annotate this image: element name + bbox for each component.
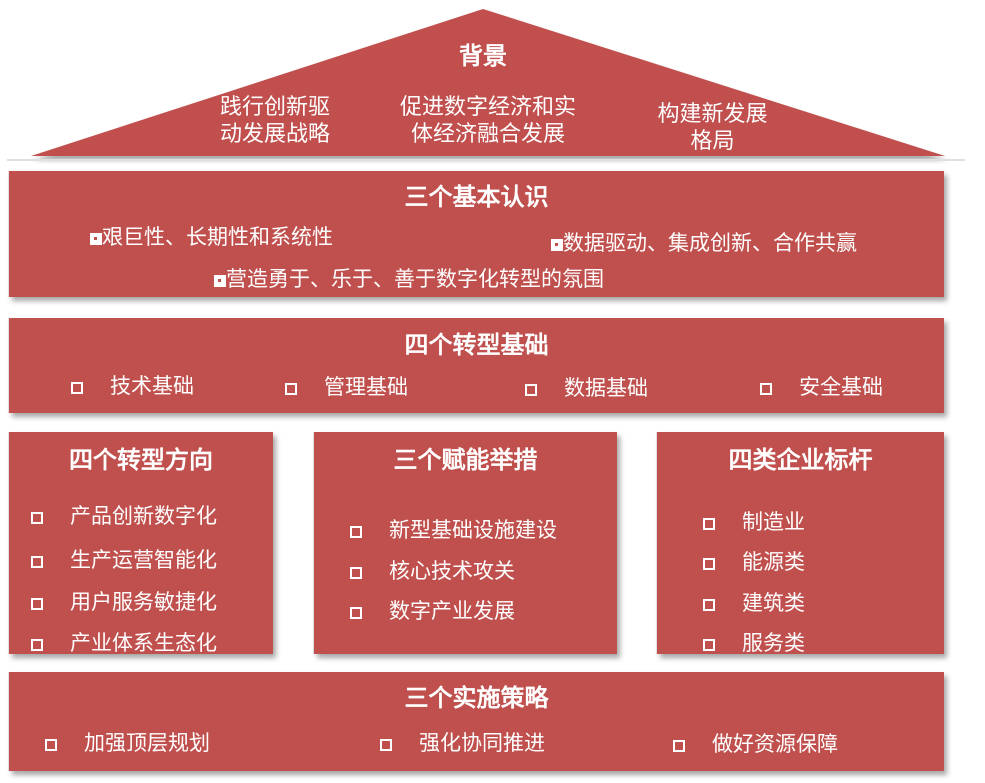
transformation-foundation-item-2-label: 管理基础	[324, 375, 408, 399]
transformation-foundation-item-2: 管理基础	[285, 371, 408, 401]
empowerment-measures-item-3: 数字产业发展	[350, 595, 515, 625]
implementation-strategy-item-1-label: 加强顶层规划	[84, 731, 210, 755]
checkbox-icon	[525, 384, 537, 396]
transformation-foundation-item-4: 安全基础	[760, 371, 883, 401]
empowerment-measures-title: 三个赋能举措	[393, 446, 538, 474]
transformation-foundation-item-1: 技术基础	[71, 370, 194, 400]
transformation-foundation-item-4-label: 安全基础	[799, 375, 883, 399]
transformation-direction-item-1: 产品创新数字化	[31, 500, 217, 530]
transformation-direction-item-4: 产业体系生态化	[31, 627, 217, 657]
checkbox-icon	[703, 518, 715, 530]
enterprise-benchmarks-item-2: 能源类	[703, 546, 805, 576]
roof-triangle	[7, 9, 965, 161]
checkbox-icon	[703, 599, 715, 611]
basic-understanding-box: 三个基本认识 艰巨性、长期性和系统性 数据驱动、集成创新、合作共赢 营造勇于、乐…	[9, 171, 944, 297]
empowerment-measures-item-2: 核心技术攻关	[350, 555, 515, 585]
transformation-foundation-item-3: 数据基础	[525, 372, 648, 402]
transformation-direction-title: 四个转型方向	[69, 446, 213, 474]
implementation-strategy-item-3-label: 做好资源保障	[712, 732, 838, 756]
basic-understanding-item-2: 数据驱动、集成创新、合作共赢	[551, 227, 857, 257]
checkbox-icon	[703, 558, 715, 570]
background-item-2-line-2: 体经济融合发展	[410, 122, 565, 147]
enterprise-benchmarks-item-4: 服务类	[703, 627, 805, 657]
empowerment-measures-item-2-label: 核心技术攻关	[389, 559, 515, 583]
background-title: 背景	[459, 42, 507, 70]
transformation-direction-item-1-label: 产品创新数字化	[70, 504, 217, 528]
transformation-direction-item-4-label: 产业体系生态化	[70, 631, 217, 655]
empowerment-measures-item-1: 新型基础设施建设	[350, 514, 557, 544]
basic-understanding-title: 三个基本认识	[404, 183, 549, 211]
transformation-direction-item-2-label: 生产运营智能化	[70, 548, 217, 572]
empowerment-measures-item-1-label: 新型基础设施建设	[389, 518, 557, 542]
transformation-direction-item-3: 用户服务敏捷化	[31, 586, 217, 616]
checkbox-icon	[31, 639, 43, 651]
checkbox-icon	[285, 383, 297, 395]
enterprise-benchmarks-item-1-label: 制造业	[742, 510, 805, 534]
basic-understanding-item-2-label: 数据驱动、集成创新、合作共赢	[563, 231, 857, 255]
basic-understanding-item-3-label: 营造勇于、乐于、善于数字化转型的氛围	[226, 267, 604, 291]
transformation-foundation-item-3-label: 数据基础	[564, 376, 648, 400]
transformation-foundation-title: 四个转型基础	[404, 331, 549, 359]
background-item-1-line-1: 践行创新驱	[219, 95, 330, 120]
checkbox-icon	[90, 233, 102, 245]
background-item-2: 促进数字经济和实 体经济融合发展	[383, 94, 593, 148]
checkbox-icon	[350, 526, 362, 538]
background-item-3: 构建新发展 格局	[640, 101, 785, 155]
implementation-strategy-item-1: 加强顶层规划	[45, 727, 210, 757]
checkbox-icon	[380, 739, 392, 751]
background-item-3-line-2: 格局	[690, 129, 735, 154]
enterprise-benchmarks-box: 四类企业标杆 制造业 能源类 建筑类 服务类	[657, 432, 944, 657]
implementation-strategy-item-2: 强化协同推进	[380, 727, 545, 757]
checkbox-icon	[31, 598, 43, 610]
checkbox-icon	[673, 740, 685, 752]
enterprise-benchmarks-item-3-label: 建筑类	[742, 591, 805, 615]
checkbox-icon	[703, 639, 715, 651]
implementation-strategy-box: 三个实施策略 加强顶层规划 强化协同推进 做好资源保障	[9, 672, 944, 771]
checkbox-icon	[551, 239, 563, 251]
checkbox-icon	[71, 382, 83, 394]
background-item-2-line-1: 促进数字经济和实	[399, 95, 576, 120]
enterprise-benchmarks-item-3: 建筑类	[703, 587, 805, 617]
enterprise-benchmarks-title: 四类企业标杆	[728, 446, 873, 474]
background-item-1: 践行创新驱 动发展战略	[205, 94, 345, 148]
checkbox-icon	[31, 556, 43, 568]
implementation-strategy-title: 三个实施策略	[404, 684, 549, 712]
background-item-1-line-2: 动发展战略	[219, 122, 330, 147]
checkbox-icon	[45, 739, 57, 751]
basic-understanding-item-3: 营造勇于、乐于、善于数字化转型的氛围	[214, 263, 604, 293]
checkbox-icon	[31, 512, 43, 524]
basic-understanding-item-1: 艰巨性、长期性和系统性	[90, 221, 333, 251]
transformation-foundation-item-1-label: 技术基础	[110, 374, 194, 398]
checkbox-icon	[760, 383, 772, 395]
implementation-strategy-item-3: 做好资源保障	[673, 728, 838, 758]
transformation-direction-box: 四个转型方向 产品创新数字化 生产运营智能化 用户服务敏捷化 产业体系生态化	[9, 432, 273, 657]
enterprise-benchmarks-item-4-label: 服务类	[742, 631, 805, 655]
enterprise-benchmarks-item-1: 制造业	[703, 506, 805, 536]
transformation-direction-item-2: 生产运营智能化	[31, 544, 217, 574]
basic-understanding-item-1-label: 艰巨性、长期性和系统性	[102, 225, 333, 249]
empowerment-measures-item-3-label: 数字产业发展	[389, 599, 515, 623]
background-item-3-line-1: 构建新发展	[657, 102, 768, 127]
checkbox-icon	[214, 275, 226, 287]
checkbox-icon	[350, 567, 362, 579]
empowerment-measures-box: 三个赋能举措 新型基础设施建设 核心技术攻关 数字产业发展	[314, 432, 617, 654]
transformation-foundation-box: 四个转型基础 技术基础 管理基础 数据基础 安全基础	[9, 318, 944, 413]
implementation-strategy-item-2-label: 强化协同推进	[419, 731, 545, 755]
transformation-direction-item-3-label: 用户服务敏捷化	[70, 590, 217, 614]
checkbox-icon	[350, 607, 362, 619]
enterprise-benchmarks-item-2-label: 能源类	[742, 550, 805, 574]
